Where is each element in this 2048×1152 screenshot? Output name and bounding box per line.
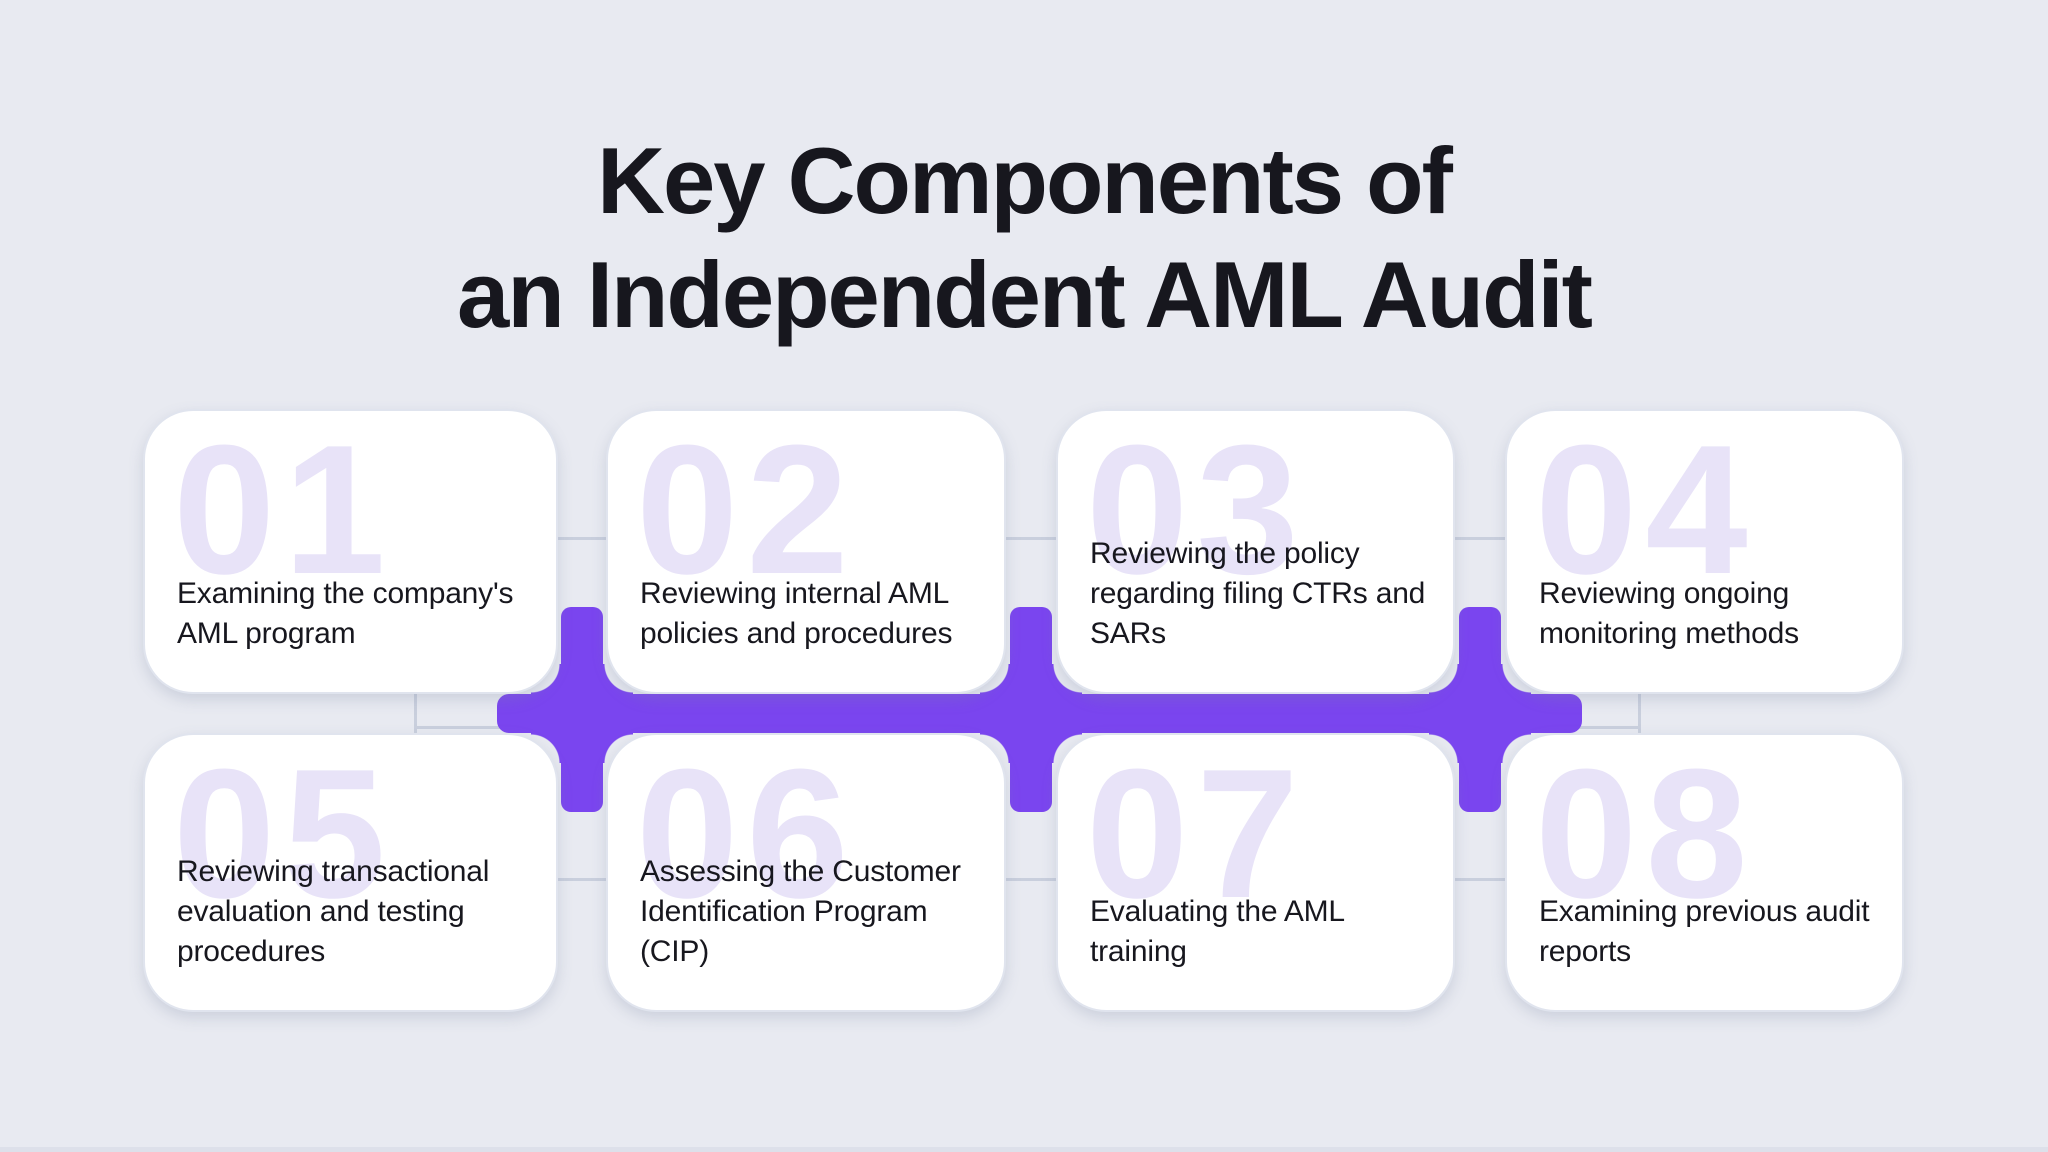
card-08: 08 Examining previous audit reports xyxy=(1505,733,1904,1012)
connector-strip xyxy=(1010,607,1052,812)
grid-line xyxy=(143,878,1904,881)
card-07: 07 Evaluating the AML training xyxy=(1056,733,1455,1012)
grid-line xyxy=(143,537,1904,540)
card-number: 04 xyxy=(1535,406,1756,612)
card-number: 06 xyxy=(636,730,857,936)
card-text: Examining the company's AML program xyxy=(177,577,514,650)
page-title: Key Components of an Independent AML Aud… xyxy=(0,124,2048,352)
card-03: 03 Reviewing the policy regarding filing… xyxy=(1056,409,1455,694)
card-number: 05 xyxy=(173,730,394,936)
card-02: 02 Reviewing internal AML policies and p… xyxy=(606,409,1006,694)
card-04: 04 Reviewing ongoing monitoring methods xyxy=(1505,409,1904,694)
grid-line xyxy=(1638,694,1641,733)
card-text: Reviewing transactional evaluation and t… xyxy=(177,855,490,968)
card-01: 01 Examining the company's AML program xyxy=(143,409,558,694)
page-title-line1: Key Components of xyxy=(597,128,1453,233)
grid-line xyxy=(414,694,417,733)
card-number: 01 xyxy=(173,406,394,612)
page-title-line2: an Independent AML Audit xyxy=(457,242,1593,347)
card-text: Evaluating the AML training xyxy=(1090,895,1344,968)
card-text: Examining previous audit reports xyxy=(1539,895,1870,968)
card-06: 06 Assessing the Customer Identification… xyxy=(606,733,1006,1012)
connector-strip xyxy=(561,607,603,812)
card-text: Reviewing the policy regarding filing CT… xyxy=(1090,537,1426,650)
card-text: Reviewing internal AML policies and proc… xyxy=(640,577,953,650)
card-number: 02 xyxy=(636,406,857,612)
card-05: 05 Reviewing transactional evaluation an… xyxy=(143,733,558,1012)
card-text: Reviewing ongoing monitoring methods xyxy=(1539,577,1799,650)
card-text: Assessing the Customer Identification Pr… xyxy=(640,855,961,968)
card-number: 07 xyxy=(1086,730,1307,936)
card-number: 03 xyxy=(1086,406,1307,612)
connector-strip xyxy=(1459,607,1501,812)
card-number: 08 xyxy=(1535,730,1756,936)
bottom-edge xyxy=(0,1147,2048,1152)
